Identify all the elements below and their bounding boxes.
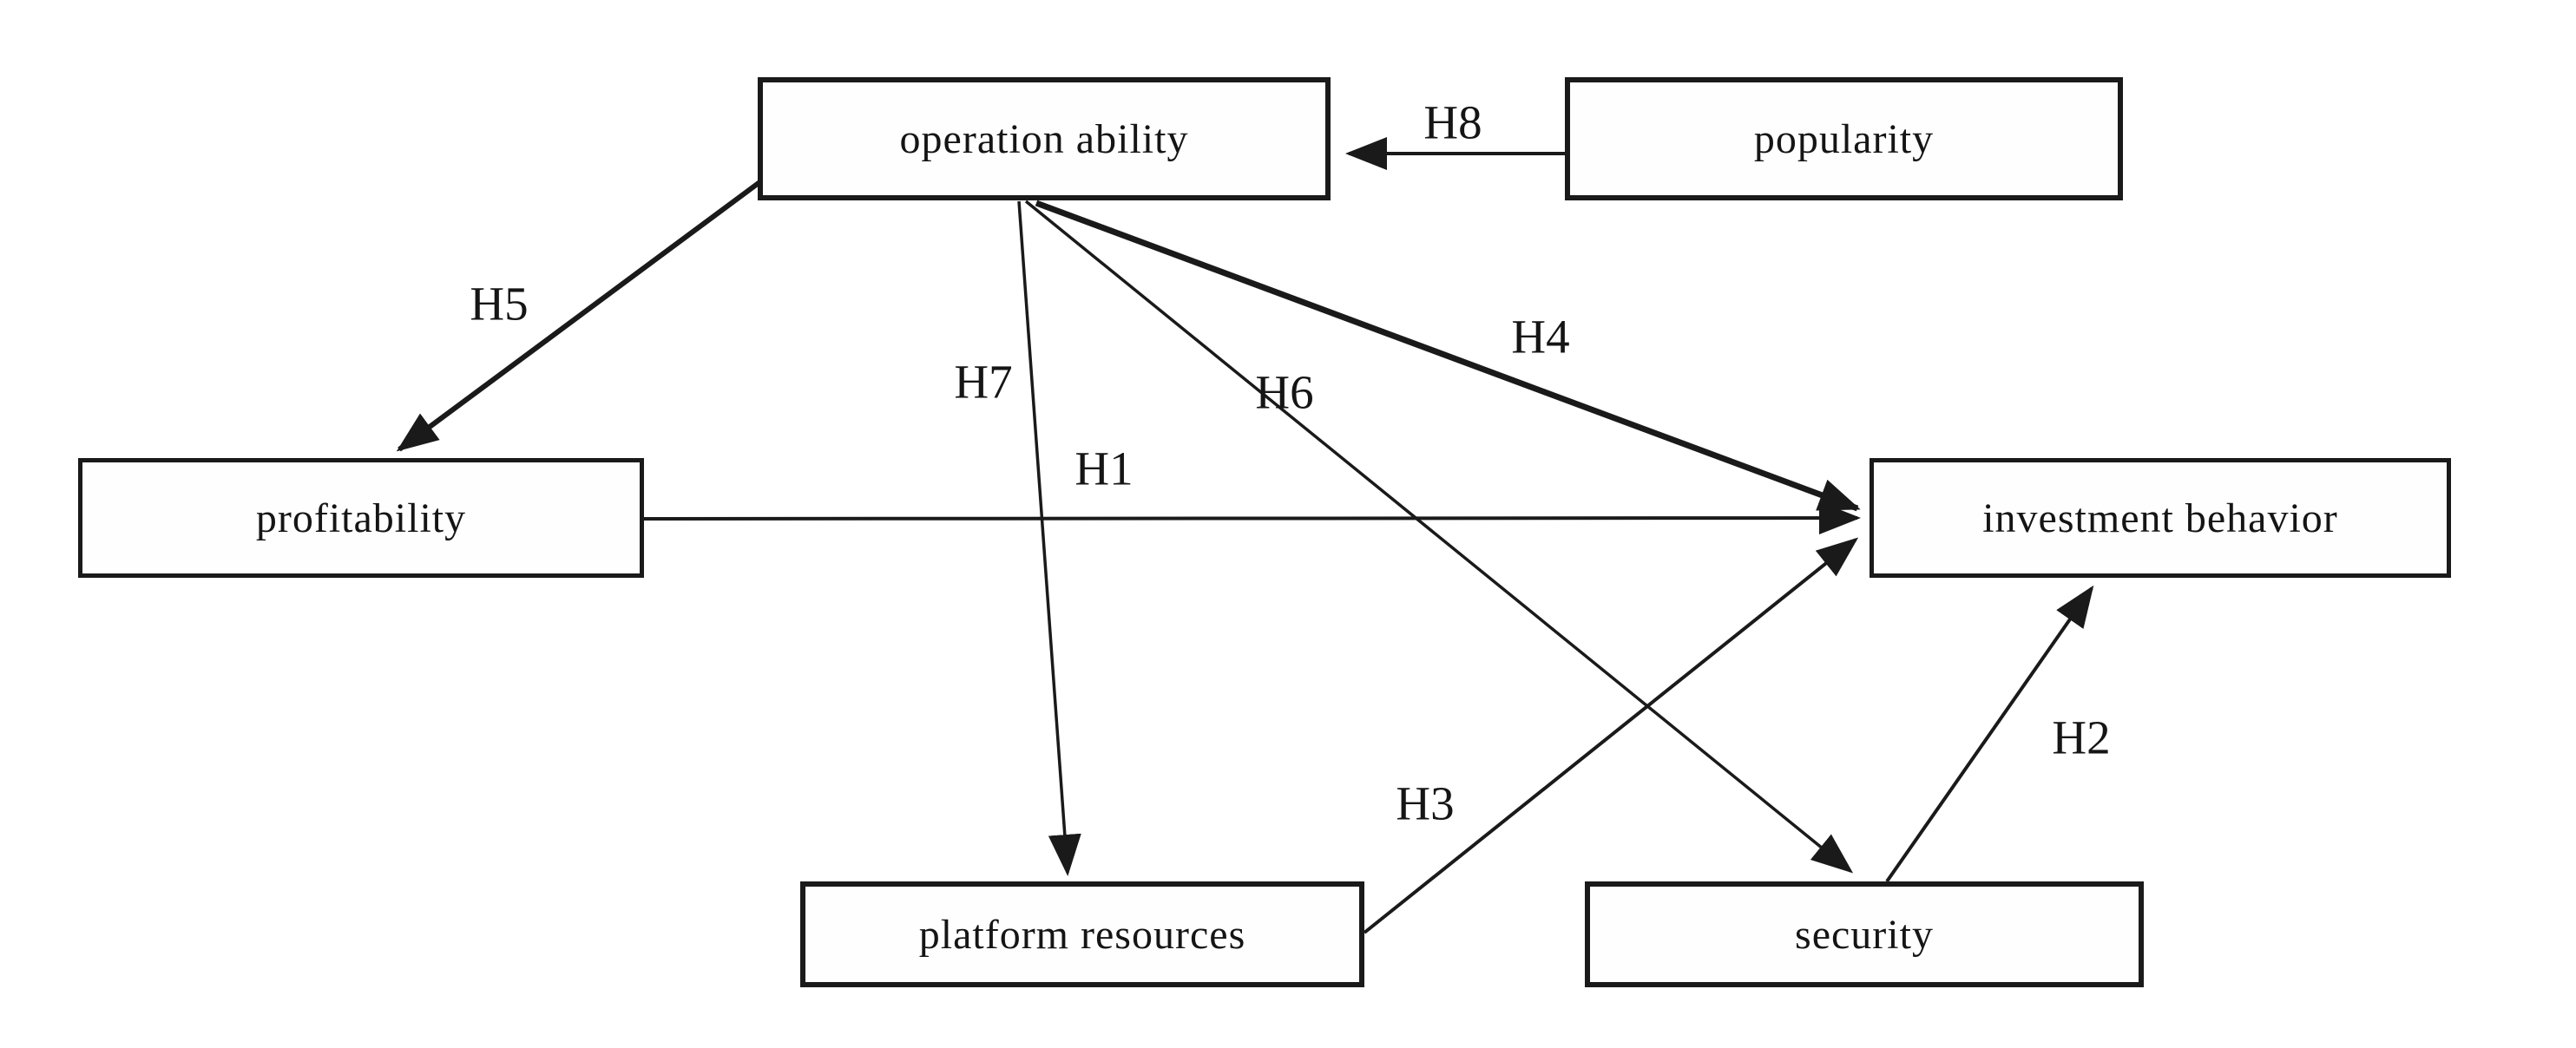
node-operation-ability: operation ability [758,77,1331,200]
node-popularity-label: popularity [1753,115,1935,162]
edge-label-h5: H5 [470,277,529,331]
node-platform-resources-label: platform resources [918,911,1246,958]
node-security: security [1585,881,2144,987]
edge-label-h1: H1 [1074,442,1134,495]
edge-h3-arrow [1363,537,1859,934]
node-profitability: profitability [78,458,644,578]
node-platform-resources: platform resources [800,881,1364,987]
edge-h7-arrow [1017,200,1081,876]
edge-label-h3: H3 [1396,776,1455,830]
edge-label-h4: H4 [1511,310,1570,364]
edge-label-h6: H6 [1255,365,1314,419]
edge-h2-arrow [1885,585,2094,883]
node-operation-ability-label: operation ability [899,115,1189,162]
node-security-label: security [1795,911,1934,958]
node-profitability-label: profitability [255,495,467,541]
edge-h5-arrow [396,178,764,452]
edge-h1-arrow [643,501,1861,535]
node-investment-behavior: investment behavior [1870,458,2451,578]
edge-label-h8: H8 [1423,95,1482,149]
edge-h6-arrow [1024,200,1854,874]
edge-label-h7: H7 [954,355,1013,409]
edge-label-h2: H2 [2052,711,2111,764]
node-popularity: popularity [1565,77,2123,200]
edge-h4-arrow [1035,200,1861,512]
node-investment-behavior-label: investment behavior [1982,495,2338,541]
